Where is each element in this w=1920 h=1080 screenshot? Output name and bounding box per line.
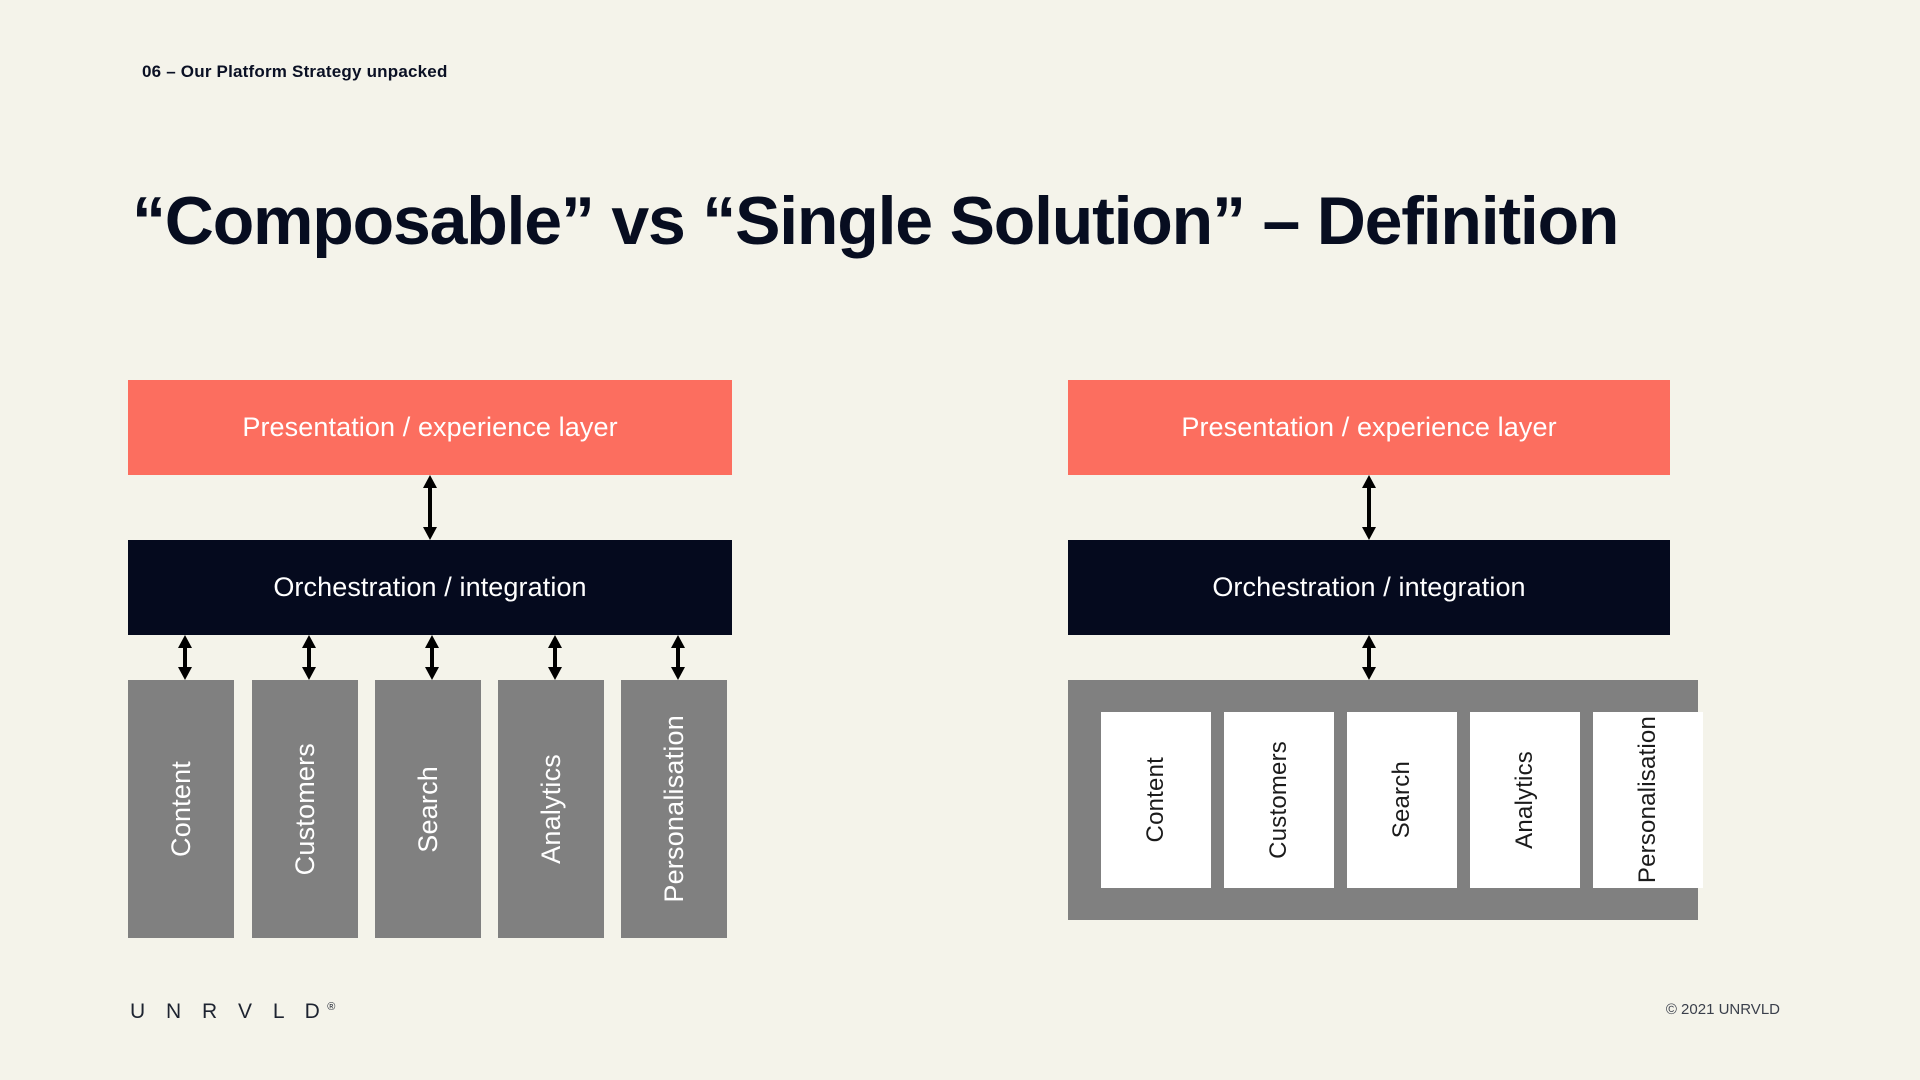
double-arrow-icon bbox=[421, 475, 439, 540]
double-arrow-icon bbox=[300, 635, 318, 680]
service-label: Personalisation bbox=[1634, 716, 1661, 884]
composable-service-row: Content Customers Search Analytics Perso… bbox=[128, 680, 732, 938]
composable-presentation-layer: Presentation / experience layer bbox=[128, 380, 732, 475]
double-arrow-icon bbox=[1360, 475, 1378, 540]
service-label: Customers bbox=[289, 742, 320, 876]
service-label: Personalisation bbox=[658, 715, 689, 903]
composable-presentation-label: Presentation / experience layer bbox=[242, 412, 618, 442]
composable-orchestration-label: Orchestration / integration bbox=[273, 572, 587, 602]
single-solution-orchestration-label: Orchestration / integration bbox=[1212, 572, 1526, 602]
copyright-notice: © 2021 UNRVLD bbox=[1665, 1001, 1780, 1018]
page-title: “Composable” vs “Single Solution” – Defi… bbox=[132, 182, 1619, 259]
service-card-customers[interactable]: Customers bbox=[1224, 712, 1334, 888]
service-block-content[interactable]: Content bbox=[128, 680, 234, 938]
service-label: Search bbox=[1388, 761, 1415, 839]
service-label: Analytics bbox=[1511, 751, 1538, 849]
service-card-content[interactable]: Content bbox=[1101, 712, 1211, 888]
service-label: Search bbox=[412, 765, 443, 853]
single-solution-container: Content Customers Search Analytics Perso… bbox=[1068, 680, 1703, 920]
service-label: Customers bbox=[1265, 741, 1292, 859]
double-arrow-icon bbox=[546, 635, 564, 680]
double-arrow-icon bbox=[1360, 635, 1378, 680]
service-card-search[interactable]: Search bbox=[1347, 712, 1457, 888]
service-block-analytics[interactable]: Analytics bbox=[498, 680, 604, 938]
slide-kicker: 06 – Our Platform Strategy unpacked bbox=[142, 62, 448, 81]
service-label: Analytics bbox=[535, 754, 566, 864]
composable-orchestration-layer: Orchestration / integration bbox=[128, 540, 732, 635]
registered-trademark-icon: ® bbox=[327, 1001, 336, 1013]
unrvld-logo: U N R V L D® bbox=[130, 1000, 335, 1024]
single-solution-presentation-label: Presentation / experience layer bbox=[1181, 412, 1557, 442]
service-label: Content bbox=[165, 761, 196, 857]
service-card-analytics[interactable]: Analytics bbox=[1470, 712, 1580, 888]
service-block-customers[interactable]: Customers bbox=[252, 680, 358, 938]
single-solution-presentation-layer: Presentation / experience layer bbox=[1068, 380, 1670, 475]
service-card-personalisation[interactable]: Personalisation bbox=[1593, 712, 1703, 888]
single-solution-orchestration-layer: Orchestration / integration bbox=[1068, 540, 1670, 635]
service-label: Content bbox=[1142, 757, 1169, 843]
double-arrow-icon bbox=[176, 635, 194, 680]
service-block-search[interactable]: Search bbox=[375, 680, 481, 938]
double-arrow-icon bbox=[423, 635, 441, 680]
double-arrow-icon bbox=[669, 635, 687, 680]
service-block-personalisation[interactable]: Personalisation bbox=[621, 680, 727, 938]
logo-wordmark: U N R V L D bbox=[130, 1000, 328, 1023]
